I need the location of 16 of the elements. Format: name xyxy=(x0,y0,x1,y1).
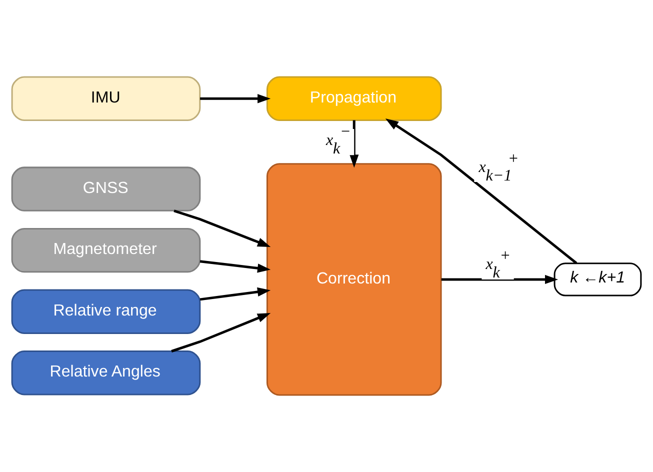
arrow xyxy=(171,312,271,352)
node-box: Propagation xyxy=(266,76,442,121)
arrow xyxy=(174,210,271,247)
node-box: Relative Angles xyxy=(11,350,201,396)
node-box: Relative range xyxy=(11,289,201,334)
arrow xyxy=(385,118,578,264)
node-box: IMU xyxy=(11,76,201,121)
node-box: GNSS xyxy=(11,166,201,212)
arrow xyxy=(200,260,271,273)
arrow xyxy=(350,120,359,168)
arrow xyxy=(441,274,558,284)
arrow xyxy=(200,94,271,104)
arrow xyxy=(200,287,271,301)
node-box: Magnetometer xyxy=(11,228,201,273)
node-box: k ←k+1 xyxy=(554,262,642,296)
node-box: Correction xyxy=(266,163,442,396)
